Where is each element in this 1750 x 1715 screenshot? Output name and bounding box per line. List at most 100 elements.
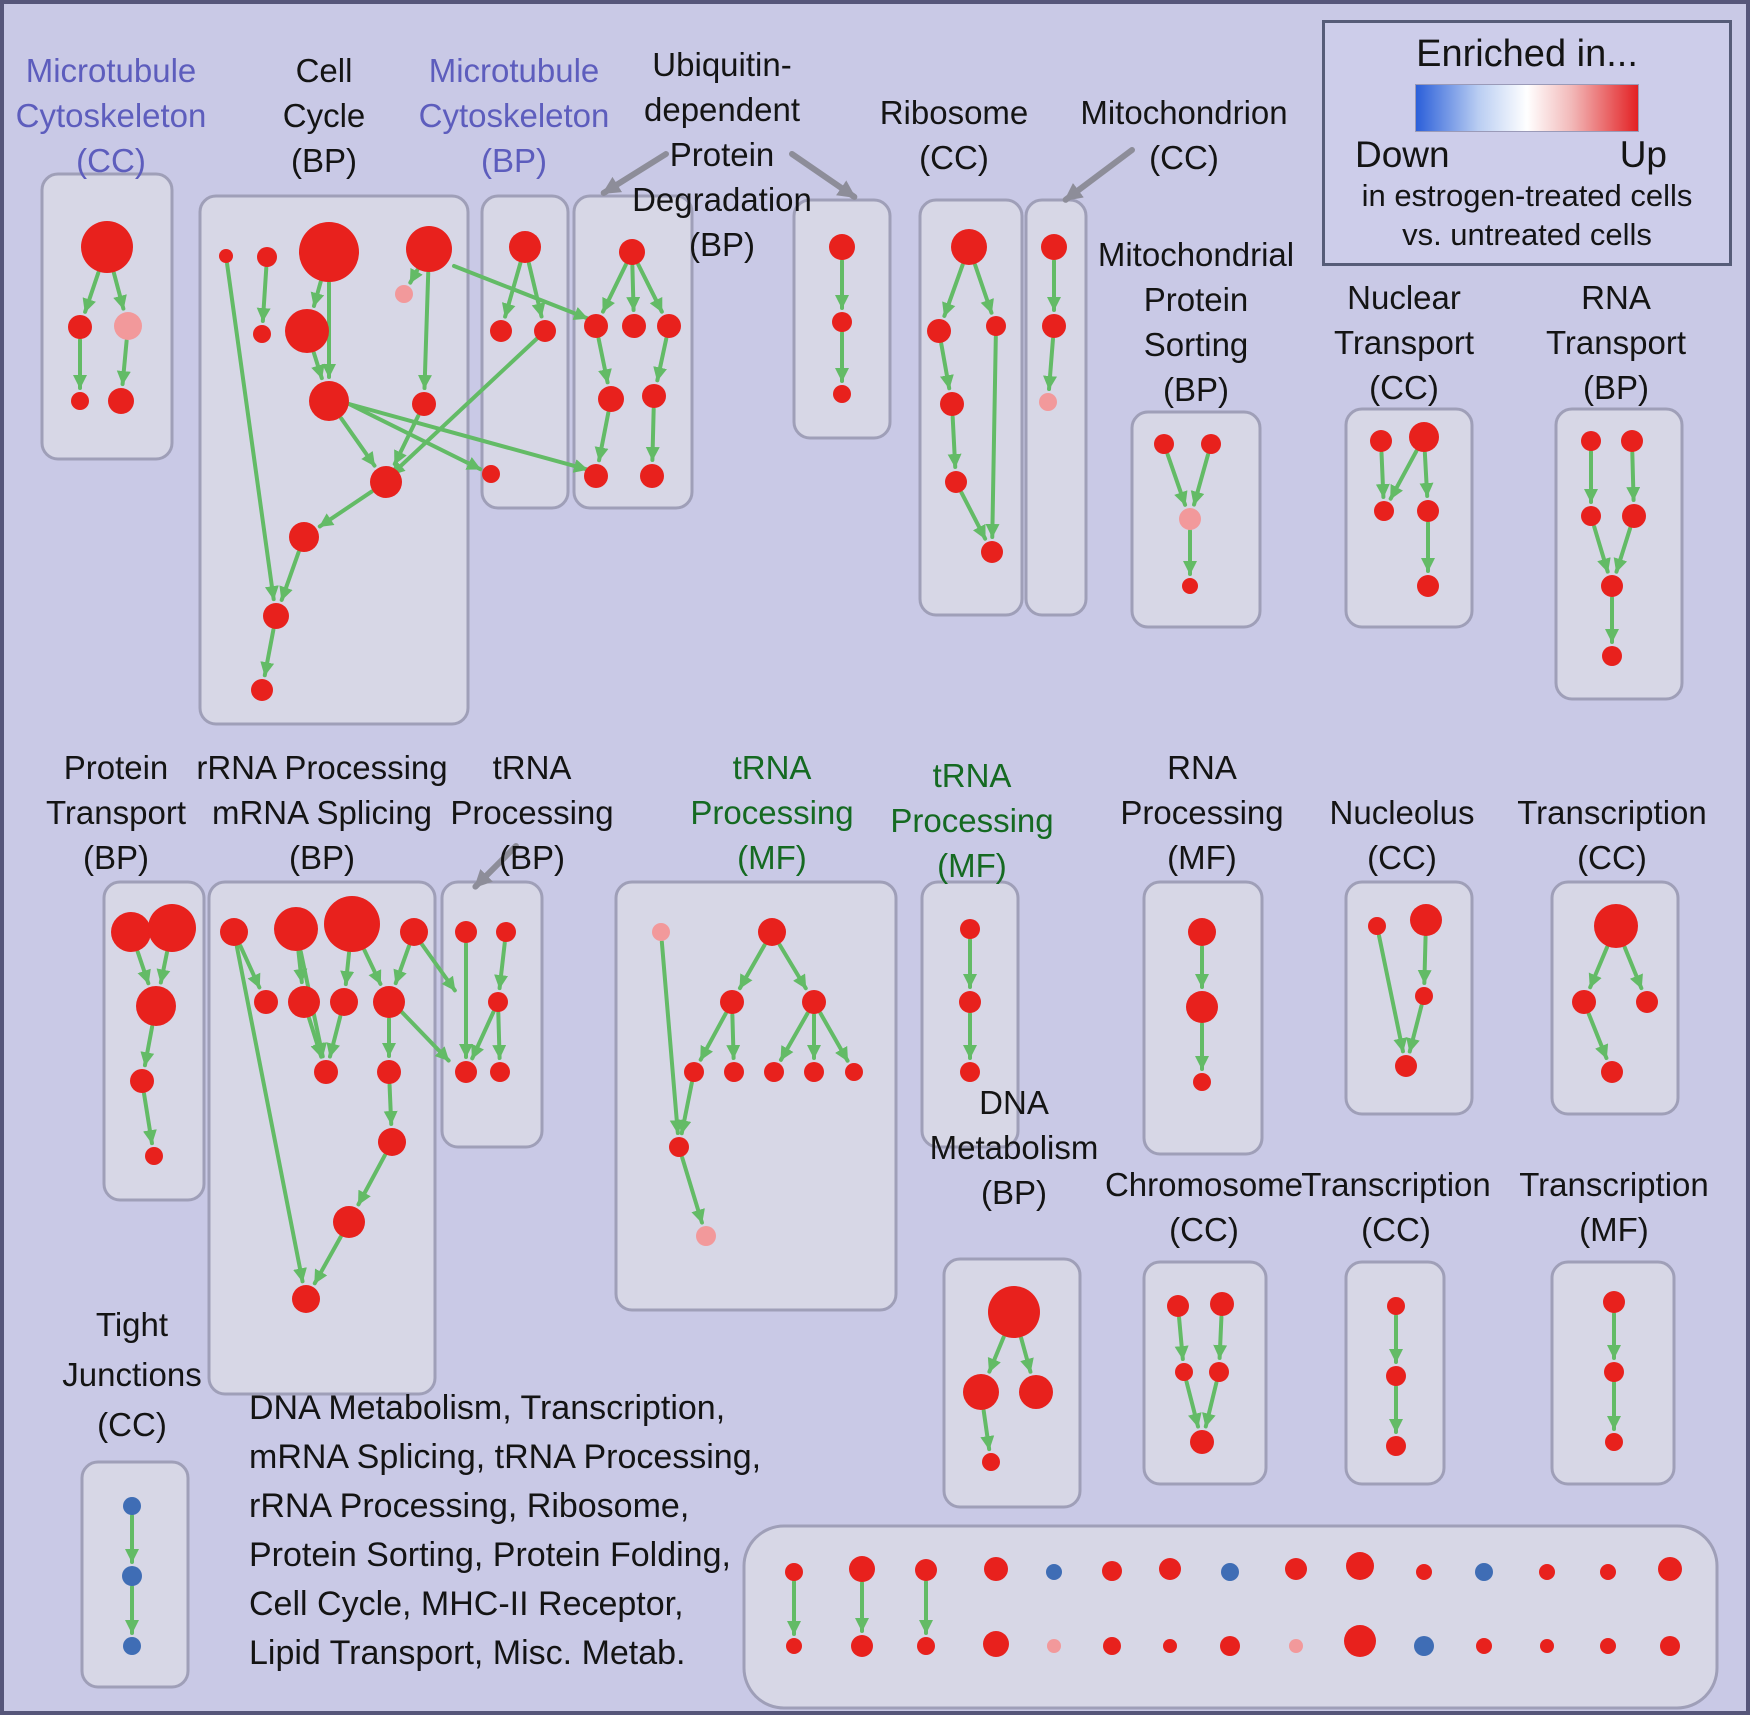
go-term-node-red [108, 388, 134, 414]
panel-microtubule-cytoskeleton-cc [40, 172, 174, 461]
go-term-node-red [960, 919, 980, 939]
label-callout-arrow [472, 843, 519, 890]
go-term-node-red [136, 986, 176, 1026]
go-term-node-red [669, 1137, 689, 1157]
go-term-node-red [220, 918, 248, 946]
edge-ubiquitin-degradation-cluster [594, 410, 611, 463]
edge-protein-transport-bp [142, 1091, 157, 1146]
go-term-node-red [1417, 500, 1439, 522]
go-term-node-red [111, 912, 151, 952]
go-term-node-blue [123, 1637, 141, 1655]
go-term-node-blue [122, 1566, 142, 1586]
cross-panel-edge [452, 264, 590, 321]
go-term-node-red [263, 603, 289, 629]
go-term-node-pink [1179, 508, 1201, 530]
go-term-node-red [945, 471, 967, 493]
go-term-node-red [724, 1062, 744, 1082]
go-term-node-red [251, 679, 273, 701]
go-term-node-red [1386, 1366, 1406, 1386]
go-term-node-pink [652, 923, 670, 941]
go-term-node-red [1154, 434, 1174, 454]
edge-rrna-processing-mrna-splicing-bp [238, 943, 262, 990]
edge-rrna-processing-mrna-splicing-bp [356, 1153, 387, 1207]
go-term-node-red [988, 1286, 1040, 1338]
go-term-node-red [960, 1062, 980, 1082]
go-term-node-red [1041, 234, 1067, 260]
go-term-node-red [488, 992, 508, 1012]
edge-ubiquitin-degradation-cluster [653, 336, 669, 383]
go-term-node-red [1193, 1073, 1211, 1091]
panel-chromosome-cc [1142, 1260, 1268, 1486]
go-term-node-red [845, 1063, 863, 1081]
go-term-node-red [917, 1637, 935, 1655]
cross-panel-edge [414, 934, 457, 993]
go-term-node-red [622, 314, 646, 338]
edge-ubiquitin-degradation-cluster [626, 263, 641, 313]
go-term-node-red [534, 320, 556, 342]
edge-nucleolus-cc [1406, 1003, 1424, 1054]
go-term-node-pink [395, 285, 413, 303]
go-term-node-red [490, 1062, 510, 1082]
panel-miscellaneous-cluster [742, 1524, 1719, 1710]
edge-cell-cycle-bp [339, 416, 377, 468]
go-term-node-red [584, 314, 608, 338]
go-term-node-red [657, 314, 681, 338]
edge-cell-cycle-bp [256, 265, 271, 324]
go-term-node-red [309, 381, 349, 421]
go-term-node-red [1660, 1636, 1680, 1656]
go-term-node-red [959, 991, 981, 1013]
edge-ribosome-cc [973, 262, 994, 315]
edge-trna-processing-mf-large [818, 1011, 850, 1063]
edge-protein-transport-bp [140, 1024, 155, 1068]
edge-chromosome-cc [1184, 1379, 1202, 1429]
go-term-node-red [1190, 1430, 1214, 1454]
go-term-node-blue [123, 1497, 141, 1515]
go-term-node-red [289, 522, 319, 552]
go-term-node-red [786, 1638, 802, 1654]
go-term-node-pink [1047, 1639, 1061, 1653]
go-term-node-red [1209, 1362, 1229, 1382]
edge-trna-processing-mf-large [778, 1011, 810, 1062]
go-term-node-red [1163, 1639, 1177, 1653]
edge-cell-cycle-bp [279, 550, 301, 602]
edge-trna-processing-mf-large [698, 1011, 728, 1062]
edge-transcription-cc-row2 [1586, 1012, 1609, 1061]
go-term-node-red [1410, 904, 1442, 936]
go-term-node-red [983, 1631, 1009, 1657]
panel-transcription-cc-row2 [1550, 880, 1680, 1116]
panel-rna-transport-bp [1554, 407, 1684, 701]
go-term-node-red [1175, 1363, 1193, 1381]
cross-panel-edge [389, 329, 547, 477]
go-term-node-red [257, 247, 277, 267]
edge-nuclear-transport-cc [1388, 449, 1419, 501]
edge-rrna-processing-mrna-splicing-bp [393, 944, 411, 986]
edge-cell-cycle-bp [260, 627, 276, 678]
edge-rrna-processing-mrna-splicing-bp [234, 944, 307, 1284]
legend-down-label: Down [1355, 134, 1450, 175]
edge-rrna-processing-mrna-splicing-bp [340, 950, 355, 987]
legend-title: Enriched in... [1416, 33, 1638, 75]
go-term-node-red [833, 385, 851, 403]
go-term-node-red [288, 986, 320, 1018]
edge-trna-processing-mf-large [677, 1080, 694, 1136]
go-term-node-blue [1414, 1636, 1434, 1656]
go-term-node-red [406, 226, 452, 272]
go-term-node-red [785, 1563, 803, 1581]
go-term-node-red [1188, 918, 1216, 946]
cross-panel-edge [347, 402, 590, 473]
go-term-node-pink [696, 1226, 716, 1246]
go-term-node-red [324, 896, 380, 952]
go-term-node-red [1601, 1061, 1623, 1083]
go-term-node-red [1622, 504, 1646, 528]
go-term-node-red [254, 990, 278, 1014]
go-term-node-red [1600, 1564, 1616, 1580]
go-term-node-red [1182, 578, 1198, 594]
go-term-node-red [1603, 1291, 1625, 1313]
go-term-node-blue [1475, 1563, 1493, 1581]
go-term-node-red [1636, 991, 1658, 1013]
